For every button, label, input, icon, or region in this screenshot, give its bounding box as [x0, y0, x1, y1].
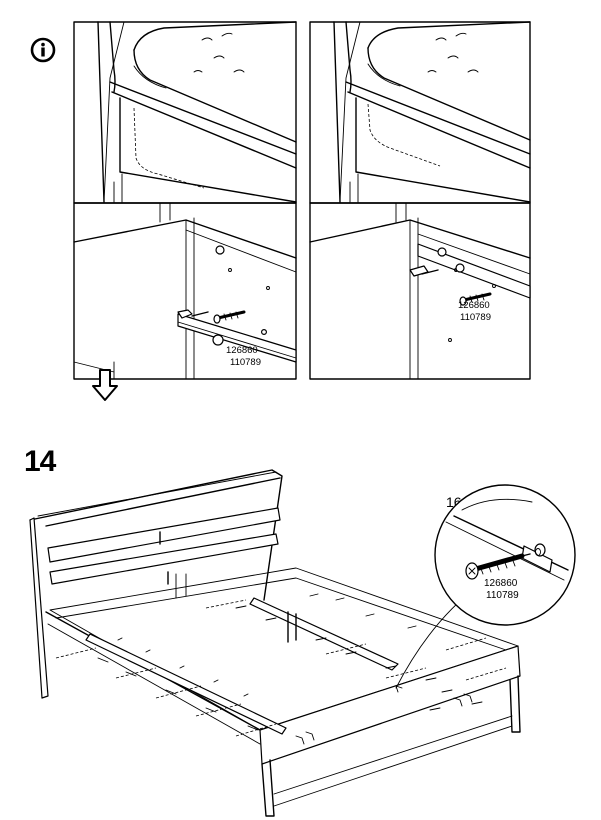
screw-detail-circle: 126860 110789 — [434, 484, 576, 626]
info-panel-right: 126860 110789 — [309, 21, 532, 380]
info-icon — [30, 37, 56, 63]
step-number: 14 — [24, 445, 56, 478]
screw-label-1: 126860 — [226, 345, 258, 356]
screw-label-2: 110789 — [486, 590, 519, 601]
down-arrow-icon — [92, 369, 118, 401]
bed-illustration: 16x — [29, 469, 521, 817]
info-panel-left: 126860 110789 — [73, 21, 298, 380]
screw-label-1: 126860 — [458, 300, 490, 311]
screw-label-1: 126860 — [484, 578, 518, 589]
screw-label-2: 110789 — [460, 312, 491, 323]
screw-label-2: 110789 — [230, 357, 261, 368]
